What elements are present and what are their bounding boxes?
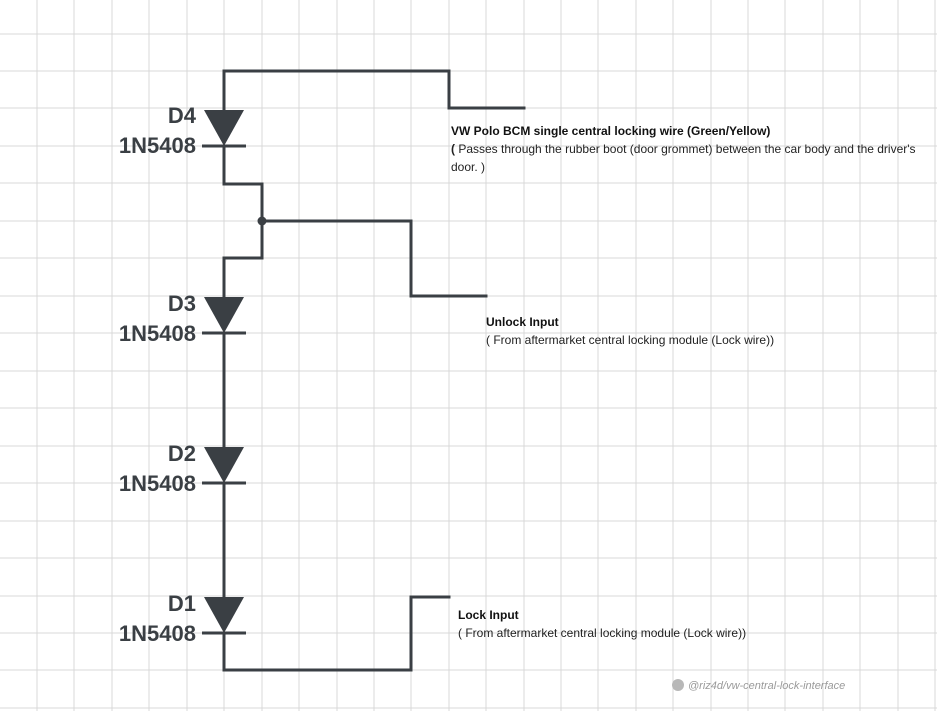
diode-d1-ref: D1 [168, 591, 196, 616]
bcm-wire-desc-text: Passes through the rubber boot (door gro… [451, 142, 916, 174]
lock-input-description: ( From aftermarket central locking modul… [458, 626, 747, 640]
diode-d4-part: 1N5408 [119, 133, 196, 158]
watermark: @riz4d/vw-central-lock-interface [672, 679, 845, 692]
unlock-input-title: Unlock Input [486, 315, 559, 329]
diode-d1-symbol [204, 597, 244, 633]
diode-d3-symbol [204, 297, 244, 333]
diode-d3: D3 1N5408 [119, 291, 246, 346]
bcm-wire-description: ( Passes through the rubber boot (door g… [451, 140, 921, 176]
diode-d3-part: 1N5408 [119, 321, 196, 346]
diode-d2-part: 1N5408 [119, 471, 196, 496]
diode-d4-symbol [204, 110, 244, 146]
diode-d1: D1 1N5408 [119, 591, 246, 646]
wire-junction-to-unlock [260, 219, 488, 298]
diode-d3-ref: D3 [168, 291, 196, 316]
diode-d2-symbol [204, 447, 244, 483]
watermark-text: @riz4d/vw-central-lock-interface [688, 680, 846, 692]
unlock-input-description: ( From aftermarket central locking modul… [486, 333, 775, 347]
diode-d2-ref: D2 [168, 441, 196, 466]
diode-d2: D2 1N5408 [119, 441, 246, 496]
bcm-wire-open-bracket: ( [451, 142, 455, 156]
junction-dot [257, 216, 267, 226]
wire-top-loop [222, 69, 526, 112]
bcm-wire-title: VW Polo BCM single central locking wire … [451, 124, 771, 138]
github-icon [672, 679, 684, 691]
wire-d1-to-lock [222, 595, 451, 672]
lock-input-title: Lock Input [458, 608, 519, 622]
diode-d1-part: 1N5408 [119, 621, 196, 646]
diode-d4-ref: D4 [168, 103, 197, 128]
diode-d4: D4 1N5408 [119, 103, 246, 158]
